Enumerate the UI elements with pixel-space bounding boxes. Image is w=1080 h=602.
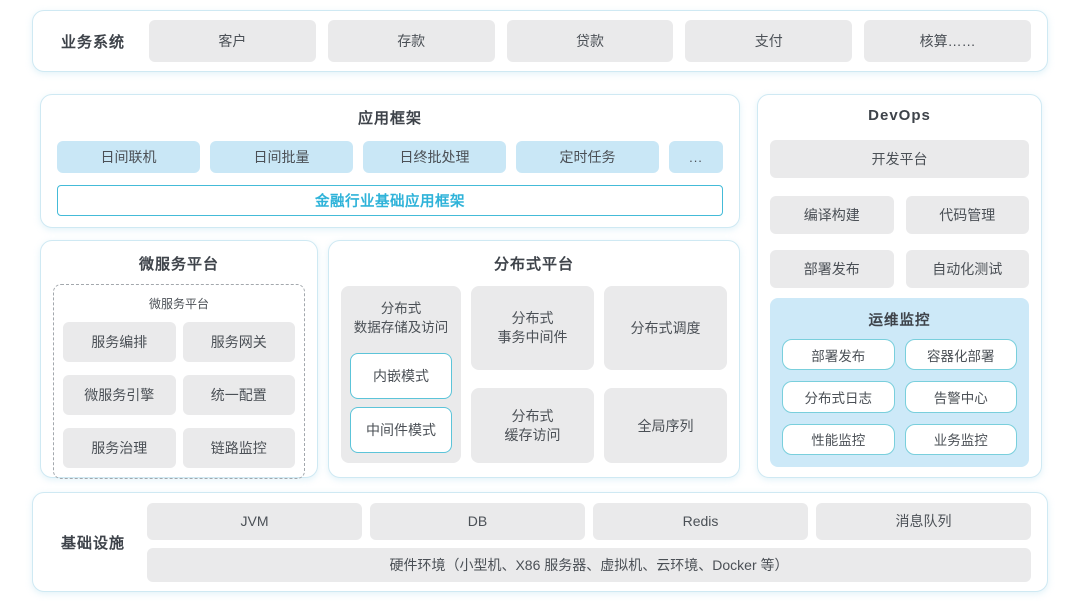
module-distributed-transaction: 分布式 事务中间件 [471,286,594,370]
module-scheduled-tasks: 定时任务 [516,141,659,173]
module-ops-deploy-release: 部署发布 [782,339,895,371]
business-system-loan: 贷款 [506,20,674,62]
base-framework-bar: 金融行业基础应用框架 [57,185,723,216]
infrastructure-panel: 基础设施 JVM DB Redis 消息队列 硬件环境（小型机、X86 服务器、… [32,492,1048,592]
module-container-deployment: 容器化部署 [904,339,1017,371]
module-code-management: 代码管理 [905,196,1029,234]
module-distributed-logging: 分布式日志 [782,381,895,413]
devops-modules: 编译构建 代码管理 部署发布 自动化测试 [770,196,1029,288]
module-jvm: JVM [147,502,362,540]
microservice-platform-panel: 微服务平台 微服务平台 服务编排 服务网关 微服务引擎 统一配置 服务治理 链路… [40,240,318,479]
app-framework-modules: 日间联机 日间批量 日终批处理 定时任务 ... [57,141,723,173]
app-framework-title: 应用框架 [357,110,422,127]
microservice-inner-box: 微服务平台 服务编排 服务网关 微服务引擎 统一配置 服务治理 链路监控 [53,284,305,479]
module-distributed-cache: 分布式 缓存访问 [471,388,594,463]
business-system-customer: 客户 [149,20,316,62]
distributed-column-right: 分布式调度 全局序列 [604,286,727,463]
module-service-governance: 服务治理 [63,428,176,468]
module-performance-monitoring: 性能监控 [782,423,895,455]
module-redis: Redis [593,502,808,540]
business-systems-label: 业务系统 [60,33,125,51]
mode-embedded: 内嵌模式 [350,353,452,399]
module-global-sequence: 全局序列 [604,388,727,463]
module-message-queue: 消息队列 [816,502,1031,540]
devops-panel: DevOps 开发平台 编译构建 代码管理 部署发布 自动化测试 运维监控 部署… [757,94,1042,478]
ops-monitoring-title: 运维监控 [868,313,931,329]
module-dev-platform: 开发平台 [770,140,1029,178]
module-service-orchestration: 服务编排 [63,322,176,362]
module-eod-batch: 日终批处理 [363,141,506,173]
module-microservice-engine: 微服务引擎 [63,375,176,415]
hardware-environment-bar: 硬件环境（小型机、X86 服务器、虚拟机、云环境、Docker 等） [147,547,1031,582]
distributed-platform-panel: 分布式平台 分布式 数据存储及访问 内嵌模式 中间件模式 分布式 事务中间件 分… [328,240,740,478]
devops-title: DevOps [868,107,931,124]
module-automated-testing: 自动化测试 [905,250,1029,288]
module-trace-monitoring: 链路监控 [182,428,295,468]
distributed-storage-label: 分布式 数据存储及访问 [353,301,449,335]
module-compile-build: 编译构建 [770,196,894,234]
module-db: DB [370,502,585,540]
distributed-platform-modules: 分布式 数据存储及访问 内嵌模式 中间件模式 分布式 事务中间件 分布式 缓存访… [341,286,727,463]
module-distributed-scheduling: 分布式调度 [604,286,727,370]
business-systems-panel: 业务系统 客户 存款 贷款 支付 核算…… [32,10,1048,72]
ops-monitoring-panel: 运维监控 部署发布 容器化部署 分布式日志 告警中心 性能监控 业务监控 [770,298,1029,467]
mode-middleware: 中间件模式 [350,407,452,453]
module-daytime-online: 日间联机 [57,141,200,173]
microservice-modules: 服务编排 服务网关 微服务引擎 统一配置 服务治理 链路监控 [63,322,295,468]
distributed-platform-title: 分布式平台 [493,256,574,273]
module-service-gateway: 服务网关 [182,322,295,362]
infrastructure-label: 基础设施 [60,534,125,552]
module-ellipsis: ... [669,141,723,173]
business-system-accounting: 核算…… [864,20,1031,62]
module-deploy-release: 部署发布 [770,250,894,288]
module-daytime-batch: 日间批量 [210,141,353,173]
infrastructure-row: JVM DB Redis 消息队列 [147,502,1031,540]
distributed-column-middle: 分布式 事务中间件 分布式 缓存访问 [471,286,594,463]
infrastructure-modules: JVM DB Redis 消息队列 硬件环境（小型机、X86 服务器、虚拟机、云… [147,502,1031,582]
module-business-monitoring: 业务监控 [904,423,1017,455]
module-distributed-storage: 分布式 数据存储及访问 内嵌模式 中间件模式 [341,286,461,463]
microservice-inner-title: 微服务平台 [148,297,209,311]
microservice-platform-title: 微服务平台 [138,256,219,273]
module-unified-config: 统一配置 [182,375,295,415]
business-system-deposit: 存款 [327,20,495,62]
business-system-payment: 支付 [685,20,853,62]
module-alert-center: 告警中心 [904,381,1017,413]
ops-monitoring-modules: 部署发布 容器化部署 分布式日志 告警中心 性能监控 业务监控 [782,339,1017,455]
app-framework-panel: 应用框架 日间联机 日间批量 日终批处理 定时任务 ... 金融行业基础应用框架 [40,94,740,228]
